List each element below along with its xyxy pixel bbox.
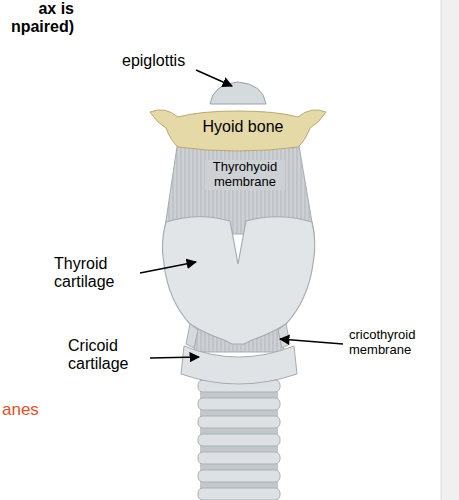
- thyroid-cartilage-shape: [162, 217, 314, 344]
- inferior-horn: [186, 324, 198, 348]
- cut-off-heading: anes: [2, 400, 62, 420]
- cricoid-shape: [181, 346, 297, 384]
- hyoid-bone-shape: [150, 110, 326, 151]
- part-label: Thyrohyoid membrane: [205, 160, 285, 190]
- part-label: epiglottis: [122, 52, 212, 70]
- part-label: cricothyroid membrane: [349, 328, 437, 358]
- part-label: Cricoid cartilage: [68, 337, 146, 374]
- part-label: Thyroid cartilage: [54, 255, 132, 292]
- leader-arrow: [150, 357, 199, 358]
- side-strip-edge: [441, 0, 442, 500]
- inferior-horn: [278, 324, 290, 348]
- trachea: [198, 372, 280, 500]
- leader-arrow: [280, 339, 343, 344]
- epiglottis-shape: [210, 82, 266, 104]
- part-label: Hyoid bone: [198, 118, 288, 136]
- leader-arrow: [140, 262, 196, 273]
- cut-off-heading: ax is npaired): [2, 0, 74, 37]
- side-strip: [441, 0, 459, 500]
- leader-arrow: [196, 70, 232, 86]
